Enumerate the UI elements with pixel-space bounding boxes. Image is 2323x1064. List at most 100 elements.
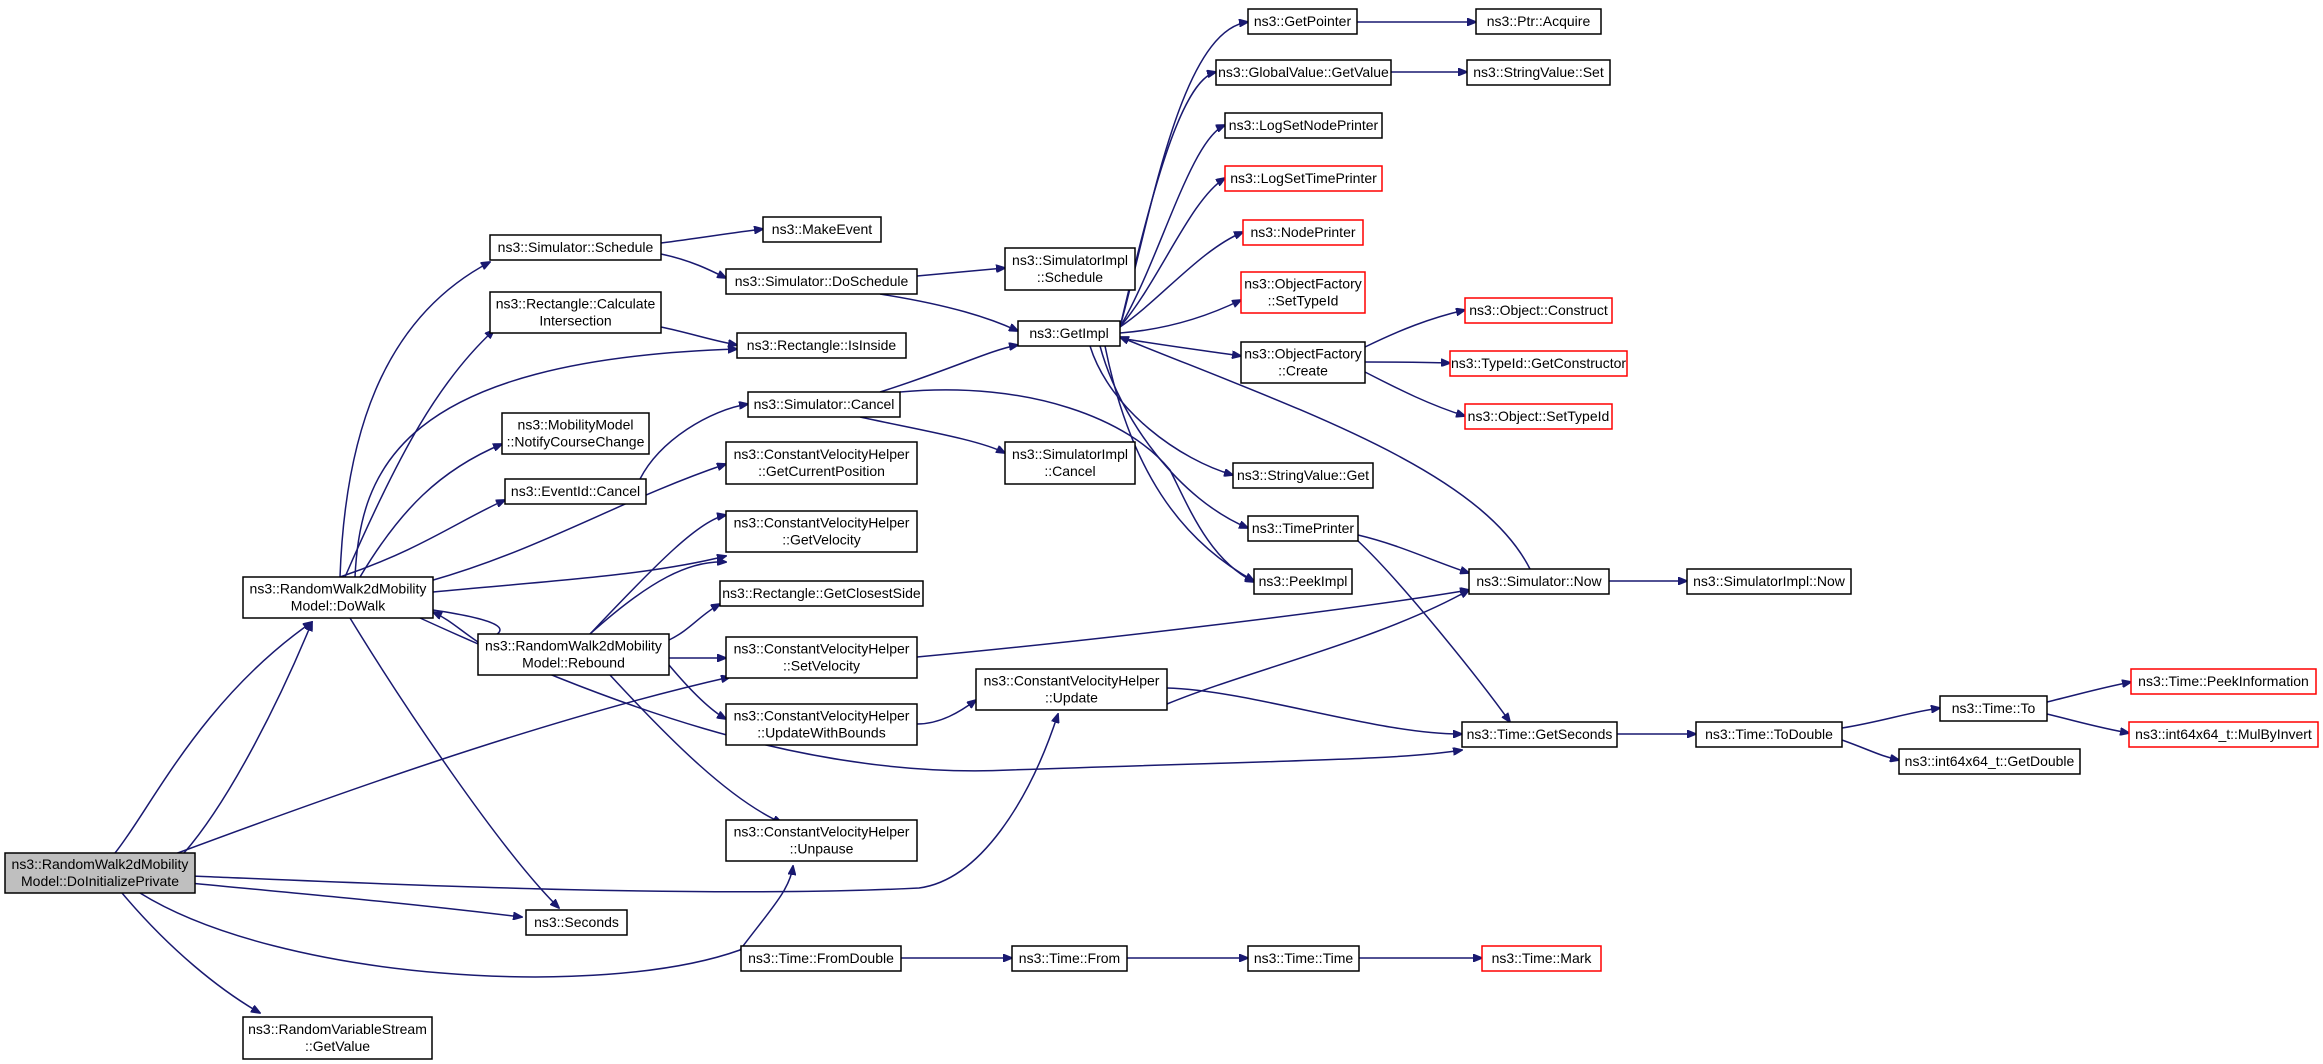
- node-cvh-getpos[interactable]: ns3::ConstantVelocityHelper::GetCurrentP…: [725, 441, 918, 485]
- call-edge: [916, 268, 1005, 277]
- node-cvh-unpause[interactable]: ns3::ConstantVelocityHelper::Unpause: [725, 819, 918, 862]
- node-time-peekinfo[interactable]: ns3::Time::PeekInformation: [2130, 668, 2317, 695]
- node-sv-set[interactable]: ns3::StringValue::Set: [1466, 59, 1611, 86]
- node-box: [1224, 165, 1383, 192]
- call-edge: [429, 464, 726, 582]
- node-time-fromdouble[interactable]: ns3::Time::FromDouble: [740, 945, 902, 972]
- node-label: ns3::Time::GetSeconds: [1467, 726, 1613, 742]
- node-box: [4, 852, 196, 894]
- call-edge: [1119, 178, 1225, 328]
- node-cvh-setvel[interactable]: ns3::ConstantVelocityHelper::SetVelocity: [725, 636, 918, 679]
- call-edge: [354, 349, 737, 578]
- node-label: ns3::Object::Construct: [1469, 302, 1608, 318]
- node-rect-closest[interactable]: ns3::Rectangle::GetClosestSide: [719, 580, 924, 607]
- node-cvh-getvel[interactable]: ns3::ConstantVelocityHelper::GetVelocity: [725, 510, 918, 553]
- node-label: ns3::Time::Time: [1254, 950, 1354, 966]
- node-rvs-getvalue[interactable]: ns3::RandomVariableStream::GetValue: [242, 1016, 433, 1060]
- node-cvh-updbounds[interactable]: ns3::ConstantVelocityHelper::UpdateWithB…: [725, 703, 918, 746]
- node-box: [975, 668, 1168, 711]
- node-gv-getvalue[interactable]: ns3::GlobalValue::GetValue: [1215, 59, 1392, 86]
- node-label: ::SetTypeId: [1268, 293, 1339, 309]
- node-label: ns3::GlobalValue::GetValue: [1218, 64, 1389, 80]
- node-simimpl-schedule[interactable]: ns3::SimulatorImpl::Schedule: [1004, 247, 1136, 291]
- node-nodeprinter[interactable]: ns3::NodePrinter: [1242, 219, 1364, 246]
- node-label: ns3::MobilityModel: [518, 417, 634, 433]
- node-simimpl-cancel[interactable]: ns3::SimulatorImpl::Cancel: [1004, 441, 1136, 485]
- node-makeevent[interactable]: ns3::MakeEvent: [762, 216, 882, 243]
- node-label: ns3::Simulator::DoSchedule: [735, 273, 909, 289]
- call-edge: [660, 326, 737, 345]
- node-box: [1004, 441, 1136, 485]
- node-time-from[interactable]: ns3::Time::From: [1011, 945, 1128, 972]
- node-label: ns3::Ptr::Acquire: [1487, 13, 1591, 29]
- call-edge: [668, 604, 720, 641]
- node-obj-settypeid[interactable]: ns3::Object::SetTypeId: [1464, 403, 1613, 430]
- node-label: ns3::Time::PeekInformation: [2138, 673, 2309, 689]
- node-int64-getdouble[interactable]: ns3::int64x64_t::GetDouble: [1898, 748, 2081, 775]
- node-label: ns3::PeekImpl: [1259, 573, 1348, 589]
- node-rect-isinside[interactable]: ns3::Rectangle::IsInside: [736, 332, 907, 359]
- node-timeprinter[interactable]: ns3::TimePrinter: [1247, 515, 1359, 542]
- node-sv-get[interactable]: ns3::StringValue::Get: [1232, 462, 1374, 489]
- node-label: ns3::RandomWalk2dMobility: [250, 581, 427, 597]
- node-typeid-getctor[interactable]: ns3::TypeId::GetConstructor: [1449, 350, 1628, 377]
- node-getpointer[interactable]: ns3::GetPointer: [1247, 8, 1358, 35]
- node-label: ns3::Simulator::Schedule: [498, 239, 654, 255]
- call-edge: [114, 622, 312, 854]
- node-label: ns3::Time::From: [1019, 950, 1120, 966]
- node-box: [1232, 462, 1374, 489]
- node-box: [725, 636, 918, 679]
- node-label: ns3::Seconds: [534, 914, 619, 930]
- call-edge: [589, 515, 726, 635]
- node-time-mark[interactable]: ns3::Time::Mark: [1481, 945, 1602, 972]
- node-label: ns3::StringValue::Set: [1473, 64, 1604, 80]
- node-label: ns3::RandomWalk2dMobility: [485, 638, 662, 654]
- node-of-create[interactable]: ns3::ObjectFactory::Create: [1240, 341, 1366, 384]
- node-mm-notify[interactable]: ns3::MobilityModel::NotifyCourseChange: [501, 412, 650, 455]
- node-logsettime[interactable]: ns3::LogSetTimePrinter: [1224, 165, 1383, 192]
- node-label: ns3::Simulator::Cancel: [754, 396, 895, 412]
- node-peekimpl[interactable]: ns3::PeekImpl: [1253, 568, 1353, 595]
- call-edge: [1089, 345, 1233, 475]
- node-time-todouble[interactable]: ns3::Time::ToDouble: [1695, 721, 1843, 748]
- node-root[interactable]: ns3::RandomWalk2dMobilityModel::DoInitia…: [4, 852, 196, 894]
- node-label: ::GetValue: [305, 1038, 370, 1054]
- node-box: [504, 478, 647, 505]
- node-box: [725, 441, 918, 485]
- node-time-getseconds[interactable]: ns3::Time::GetSeconds: [1461, 721, 1618, 748]
- node-simimpl-now[interactable]: ns3::SimulatorImpl::Now: [1686, 568, 1852, 595]
- node-box: [1224, 112, 1383, 139]
- node-of-settypeid[interactable]: ns3::ObjectFactory::SetTypeId: [1240, 271, 1366, 314]
- node-label: ns3::GetPointer: [1254, 13, 1352, 29]
- node-eventid-cancel[interactable]: ns3::EventId::Cancel: [504, 478, 647, 505]
- node-ptr-acquire[interactable]: ns3::Ptr::Acquire: [1475, 8, 1602, 35]
- node-int64-mulbyinvert[interactable]: ns3::int64x64_t::MulByInvert: [2128, 721, 2319, 748]
- node-box: [242, 1016, 433, 1060]
- node-sim-cancel[interactable]: ns3::Simulator::Cancel: [747, 391, 901, 418]
- node-box: [2128, 721, 2319, 748]
- node-label: Model::Rebound: [522, 655, 625, 671]
- node-sim-doschedule[interactable]: ns3::Simulator::DoSchedule: [725, 268, 918, 295]
- node-box: [719, 580, 924, 607]
- node-obj-construct[interactable]: ns3::Object::Construct: [1464, 297, 1613, 324]
- call-edge: [1364, 310, 1465, 348]
- node-box: [1898, 748, 2081, 775]
- node-box: [1464, 403, 1613, 430]
- node-label: ns3::ObjectFactory: [1244, 346, 1362, 362]
- node-logsetnode[interactable]: ns3::LogSetNodePrinter: [1224, 112, 1383, 139]
- node-sim-now[interactable]: ns3::Simulator::Now: [1468, 568, 1610, 595]
- node-seconds[interactable]: ns3::Seconds: [525, 909, 628, 936]
- node-label: ns3::Object::SetTypeId: [1468, 408, 1610, 424]
- node-time-to[interactable]: ns3::Time::To: [1939, 695, 2048, 722]
- node-label: ns3::Time::FromDouble: [748, 950, 894, 966]
- node-sim-schedule[interactable]: ns3::Simulator::Schedule: [489, 234, 662, 261]
- node-box: [1247, 945, 1360, 972]
- node-cvh-update[interactable]: ns3::ConstantVelocityHelper::Update: [975, 668, 1168, 711]
- node-getimpl[interactable]: ns3::GetImpl: [1017, 320, 1121, 347]
- node-time-time[interactable]: ns3::Time::Time: [1247, 945, 1360, 972]
- call-edge: [183, 622, 312, 854]
- node-label: ns3::LogSetTimePrinter: [1230, 170, 1377, 186]
